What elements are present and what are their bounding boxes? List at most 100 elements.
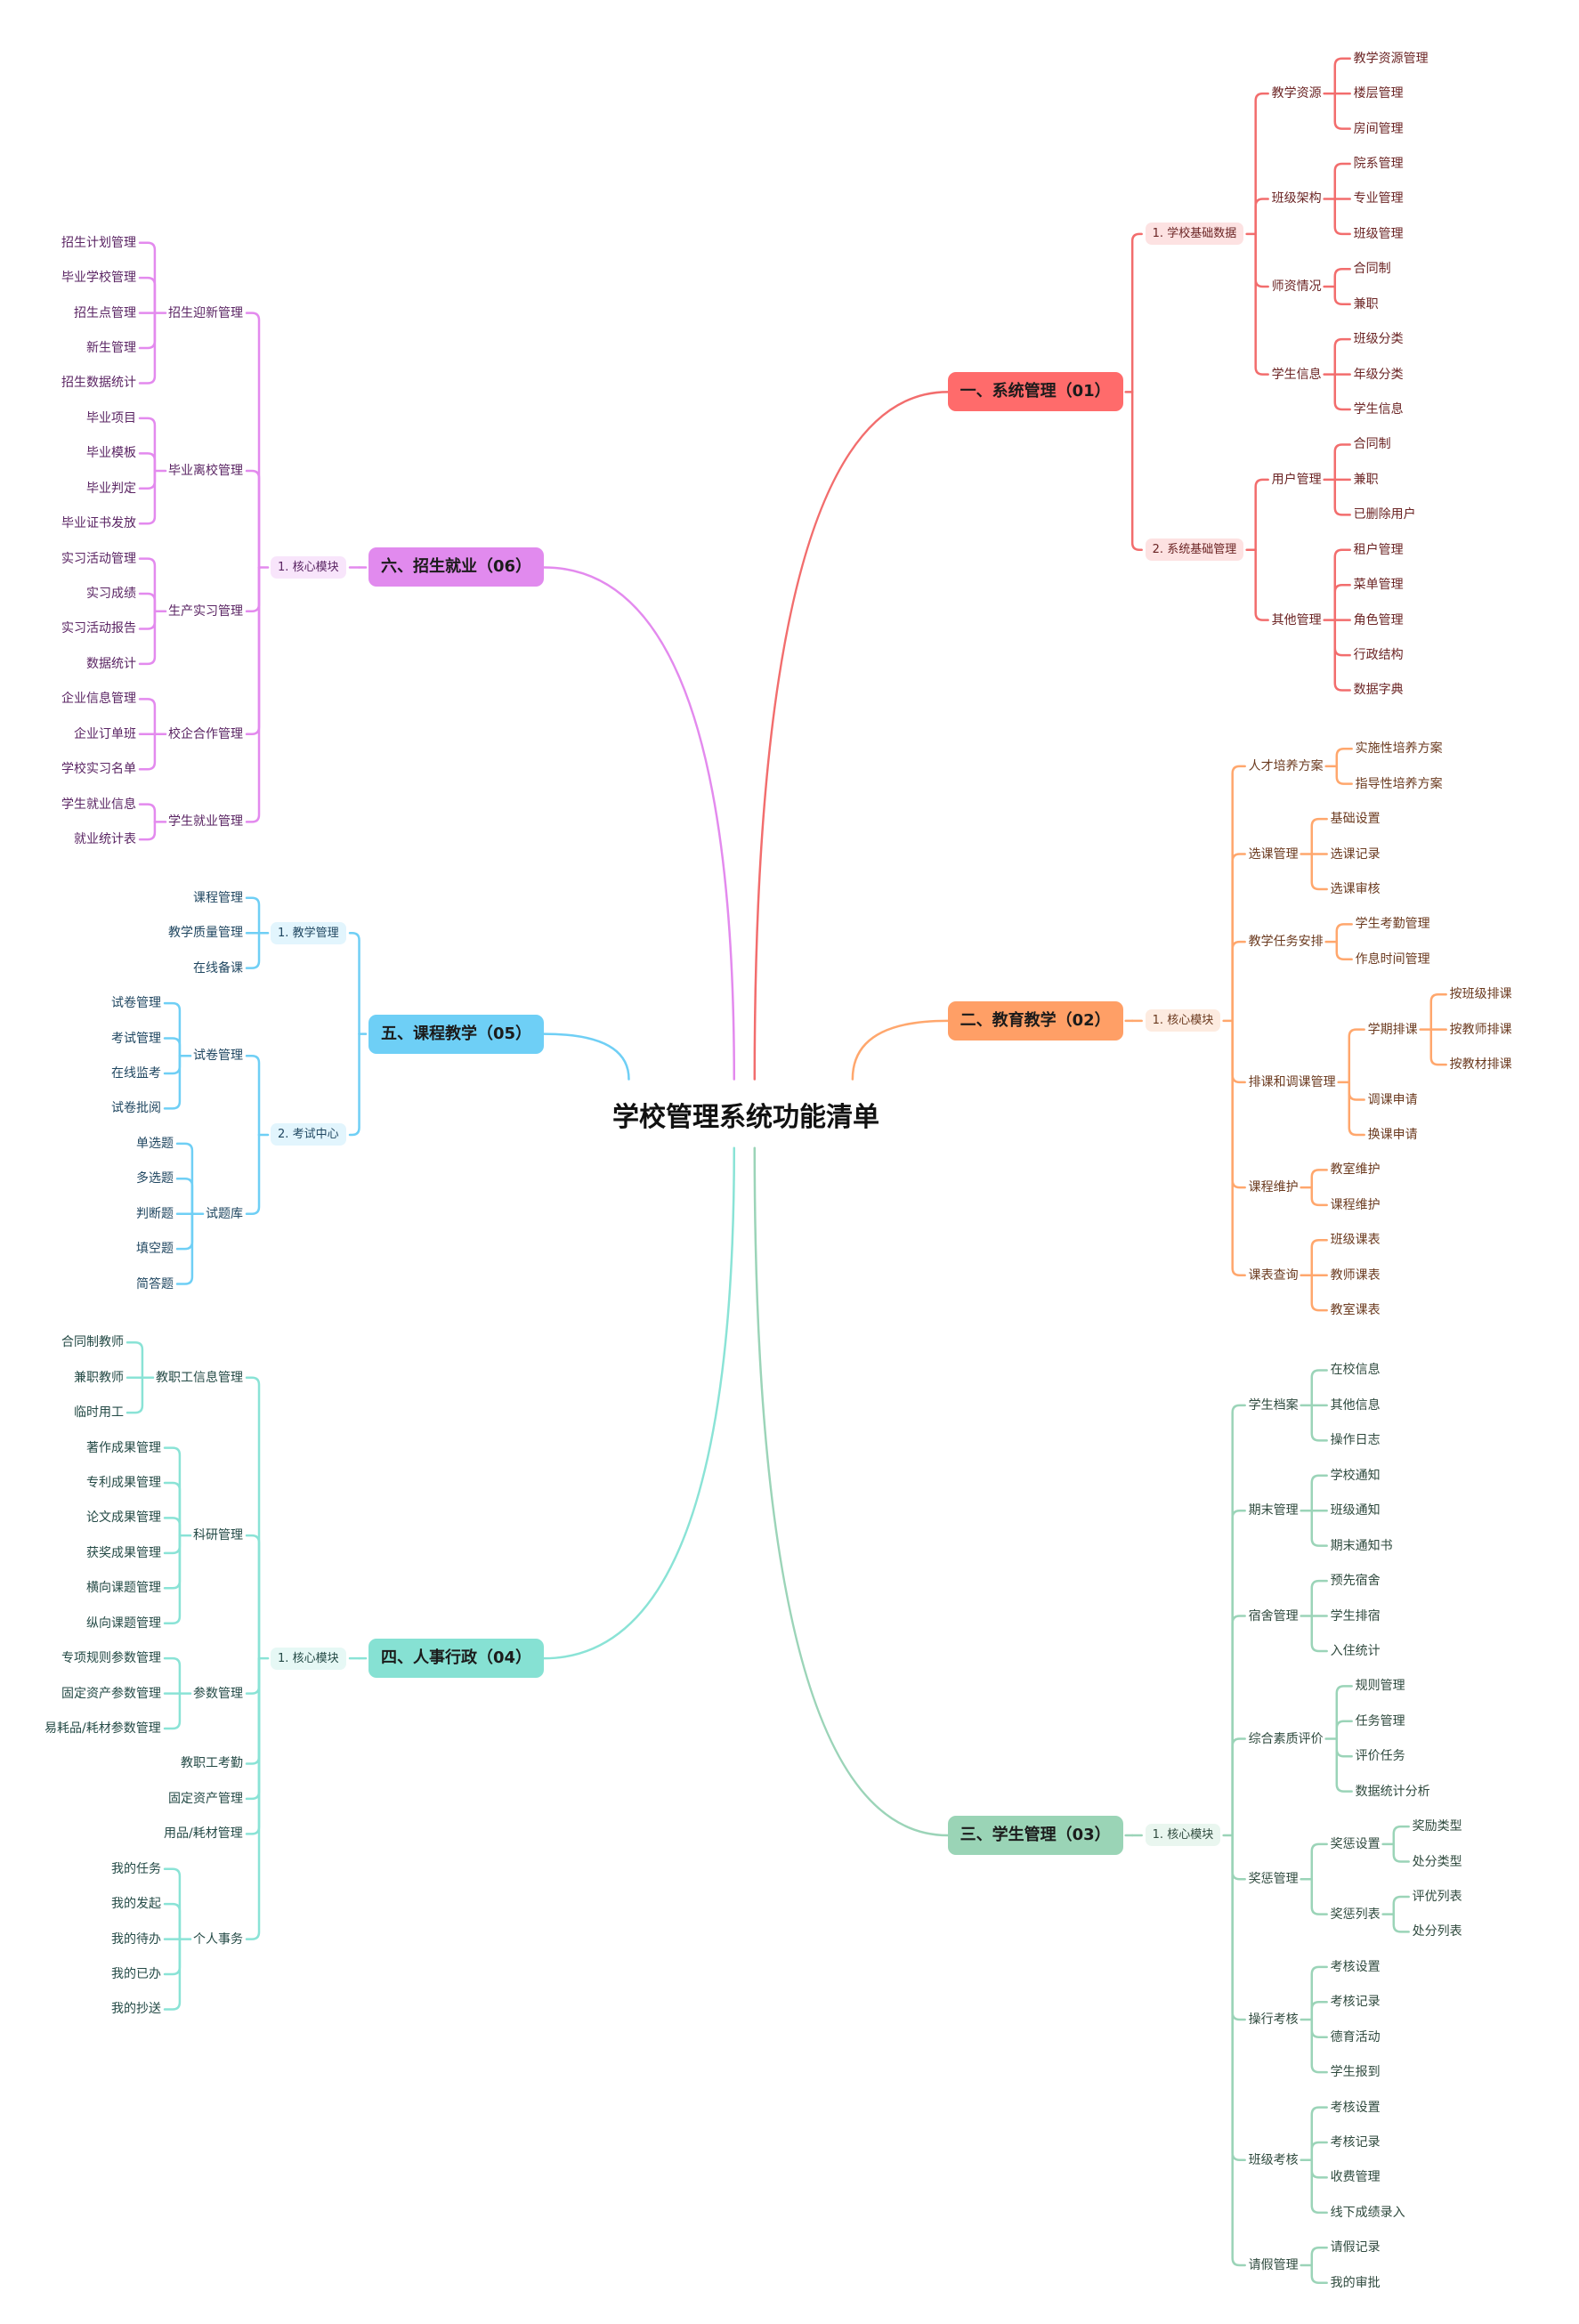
topic-node[interactable]: 人才培养方案: [1248, 758, 1324, 773]
topic-leaf[interactable]: 期末通知书: [1330, 1538, 1393, 1553]
topic-node[interactable]: 排课和调课管理: [1248, 1074, 1336, 1089]
topic-leaf[interactable]: 角色管理: [1353, 612, 1404, 628]
topic-leaf[interactable]: 楼层管理: [1353, 86, 1404, 101]
topic-leaf[interactable]: 我的审批: [1330, 2275, 1381, 2290]
topic-leaf[interactable]: 班级课表: [1330, 1233, 1381, 1248]
topic-node[interactable]: 宿舍管理: [1248, 1608, 1299, 1624]
main-topic-1[interactable]: 一、系统管理（01）: [947, 372, 1123, 412]
topic-leaf[interactable]: 实习活动报告: [61, 621, 137, 636]
topic-leaf[interactable]: 毕业模板: [86, 446, 137, 461]
topic-leaf[interactable]: 学校实习名单: [61, 762, 137, 777]
topic-leaf[interactable]: 收费管理: [1330, 2170, 1381, 2185]
topic-group-label[interactable]: 1. 教学管理: [271, 921, 346, 944]
topic-leaf[interactable]: 简答题: [136, 1276, 174, 1292]
main-topic-4[interactable]: 四、人事行政（04）: [368, 1639, 545, 1679]
topic-node[interactable]: 选课管理: [1248, 846, 1299, 862]
topic-leaf[interactable]: 按教师排课: [1449, 1022, 1512, 1037]
topic-leaf[interactable]: 作息时间管理: [1355, 951, 1430, 967]
topic-node[interactable]: 用户管理: [1271, 472, 1322, 487]
topic-leaf[interactable]: 毕业证书发放: [61, 516, 137, 531]
topic-group-label[interactable]: 1. 核心模块: [271, 555, 346, 579]
topic-leaf[interactable]: 论文成果管理: [86, 1510, 162, 1526]
topic-leaf[interactable]: 教职工考勤: [181, 1756, 244, 1771]
topic-leaf[interactable]: 班级管理: [1353, 226, 1404, 241]
topic-node[interactable]: 奖惩列表: [1330, 1907, 1381, 1922]
topic-leaf[interactable]: 专利成果管理: [86, 1476, 162, 1490]
main-topic-3[interactable]: 三、学生管理（03）: [947, 1815, 1123, 1855]
topic-node[interactable]: 学生档案: [1248, 1397, 1299, 1413]
topic-leaf[interactable]: 新生管理: [86, 341, 137, 356]
topic-leaf[interactable]: 我的发起: [111, 1897, 162, 1912]
topic-node[interactable]: 班级架构: [1271, 191, 1322, 206]
topic-leaf[interactable]: 奖励类型: [1412, 1819, 1462, 1834]
topic-leaf[interactable]: 固定资产管理: [168, 1791, 244, 1806]
topic-leaf[interactable]: 固定资产参数管理: [61, 1686, 162, 1701]
topic-leaf[interactable]: 试卷管理: [111, 996, 162, 1011]
topic-leaf[interactable]: 在线备课: [193, 960, 244, 976]
topic-leaf[interactable]: 德育活动: [1330, 2029, 1381, 2045]
topic-leaf[interactable]: 学校通知: [1330, 1468, 1381, 1483]
topic-leaf[interactable]: 任务管理: [1355, 1713, 1405, 1729]
topic-node[interactable]: 参数管理: [193, 1686, 244, 1701]
topic-leaf[interactable]: 处分类型: [1412, 1854, 1462, 1869]
topic-leaf[interactable]: 指导性培养方案: [1355, 776, 1443, 791]
topic-group-label[interactable]: 1. 核心模块: [1145, 1009, 1221, 1032]
topic-leaf[interactable]: 企业信息管理: [61, 692, 137, 707]
topic-leaf[interactable]: 课程管理: [193, 890, 244, 905]
topic-leaf[interactable]: 合同制: [1353, 437, 1391, 452]
topic-leaf[interactable]: 我的待办: [111, 1931, 162, 1947]
topic-leaf[interactable]: 数据统计分析: [1355, 1784, 1430, 1799]
topic-leaf[interactable]: 租户管理: [1353, 542, 1404, 557]
topic-leaf[interactable]: 毕业项目: [86, 410, 137, 425]
topic-leaf[interactable]: 行政结构: [1353, 648, 1404, 663]
topic-leaf[interactable]: 判断题: [136, 1206, 174, 1221]
topic-leaf[interactable]: 学生就业信息: [61, 797, 137, 812]
topic-node[interactable]: 学生信息: [1271, 367, 1322, 382]
topic-leaf[interactable]: 实习成绩: [86, 587, 137, 602]
topic-leaf[interactable]: 学生信息: [1353, 402, 1404, 417]
main-topic-6[interactable]: 六、招生就业（06）: [368, 547, 545, 587]
topic-leaf[interactable]: 数据统计: [86, 656, 137, 671]
topic-leaf[interactable]: 学生考勤管理: [1355, 917, 1430, 932]
topic-leaf[interactable]: 考核设置: [1330, 1959, 1381, 1974]
topic-group-label[interactable]: 1. 核心模块: [271, 1647, 346, 1670]
topic-leaf[interactable]: 招生计划管理: [61, 235, 137, 250]
topic-node[interactable]: 期末管理: [1248, 1503, 1299, 1518]
main-topic-2[interactable]: 二、教育教学（02）: [947, 1000, 1123, 1041]
topic-leaf[interactable]: 学生排宿: [1330, 1608, 1381, 1624]
topic-leaf[interactable]: 单选题: [136, 1136, 174, 1151]
topic-leaf[interactable]: 其他信息: [1330, 1397, 1381, 1413]
topic-leaf[interactable]: 评优列表: [1412, 1889, 1462, 1904]
topic-leaf[interactable]: 企业订单班: [74, 726, 137, 741]
topic-node[interactable]: 学期排课: [1367, 1022, 1418, 1037]
topic-node[interactable]: 生产实习管理: [168, 603, 244, 619]
topic-node[interactable]: 班级考核: [1248, 2152, 1299, 2167]
topic-leaf[interactable]: 线下成绩录入: [1330, 2205, 1405, 2220]
topic-node[interactable]: 教职工信息管理: [156, 1370, 244, 1385]
topic-leaf[interactable]: 毕业学校管理: [61, 271, 137, 286]
topic-leaf[interactable]: 实施性培养方案: [1355, 741, 1443, 757]
topic-leaf[interactable]: 用品/耗材管理: [164, 1826, 243, 1842]
topic-node[interactable]: 奖惩管理: [1248, 1872, 1299, 1887]
topic-leaf[interactable]: 按教材排课: [1449, 1057, 1512, 1073]
topic-leaf[interactable]: 教室维护: [1330, 1162, 1381, 1178]
topic-leaf[interactable]: 易耗品/耗材参数管理: [45, 1721, 161, 1737]
topic-leaf[interactable]: 考核设置: [1330, 2100, 1381, 2115]
topic-leaf[interactable]: 考试管理: [111, 1031, 162, 1046]
topic-leaf[interactable]: 规则管理: [1355, 1679, 1405, 1694]
topic-leaf[interactable]: 试卷批阅: [111, 1101, 162, 1116]
topic-leaf[interactable]: 考核记录: [1330, 2134, 1381, 2150]
topic-leaf[interactable]: 选课记录: [1330, 846, 1381, 862]
topic-group-label[interactable]: 1. 核心模块: [1145, 1824, 1221, 1847]
topic-leaf[interactable]: 合同制教师: [61, 1335, 125, 1350]
topic-leaf[interactable]: 招生点管理: [74, 305, 137, 320]
topic-leaf[interactable]: 评价任务: [1355, 1749, 1405, 1764]
central-topic[interactable]: 学校管理系统功能清单: [612, 1102, 879, 1133]
topic-leaf[interactable]: 实习活动管理: [61, 551, 137, 566]
topic-node[interactable]: 科研管理: [193, 1528, 244, 1543]
topic-leaf[interactable]: 招生数据统计: [61, 376, 137, 391]
topic-node[interactable]: 教学资源: [1271, 86, 1322, 101]
topic-leaf[interactable]: 教室课表: [1330, 1303, 1381, 1318]
topic-leaf[interactable]: 菜单管理: [1353, 578, 1404, 593]
topic-node[interactable]: 师资情况: [1271, 279, 1322, 295]
